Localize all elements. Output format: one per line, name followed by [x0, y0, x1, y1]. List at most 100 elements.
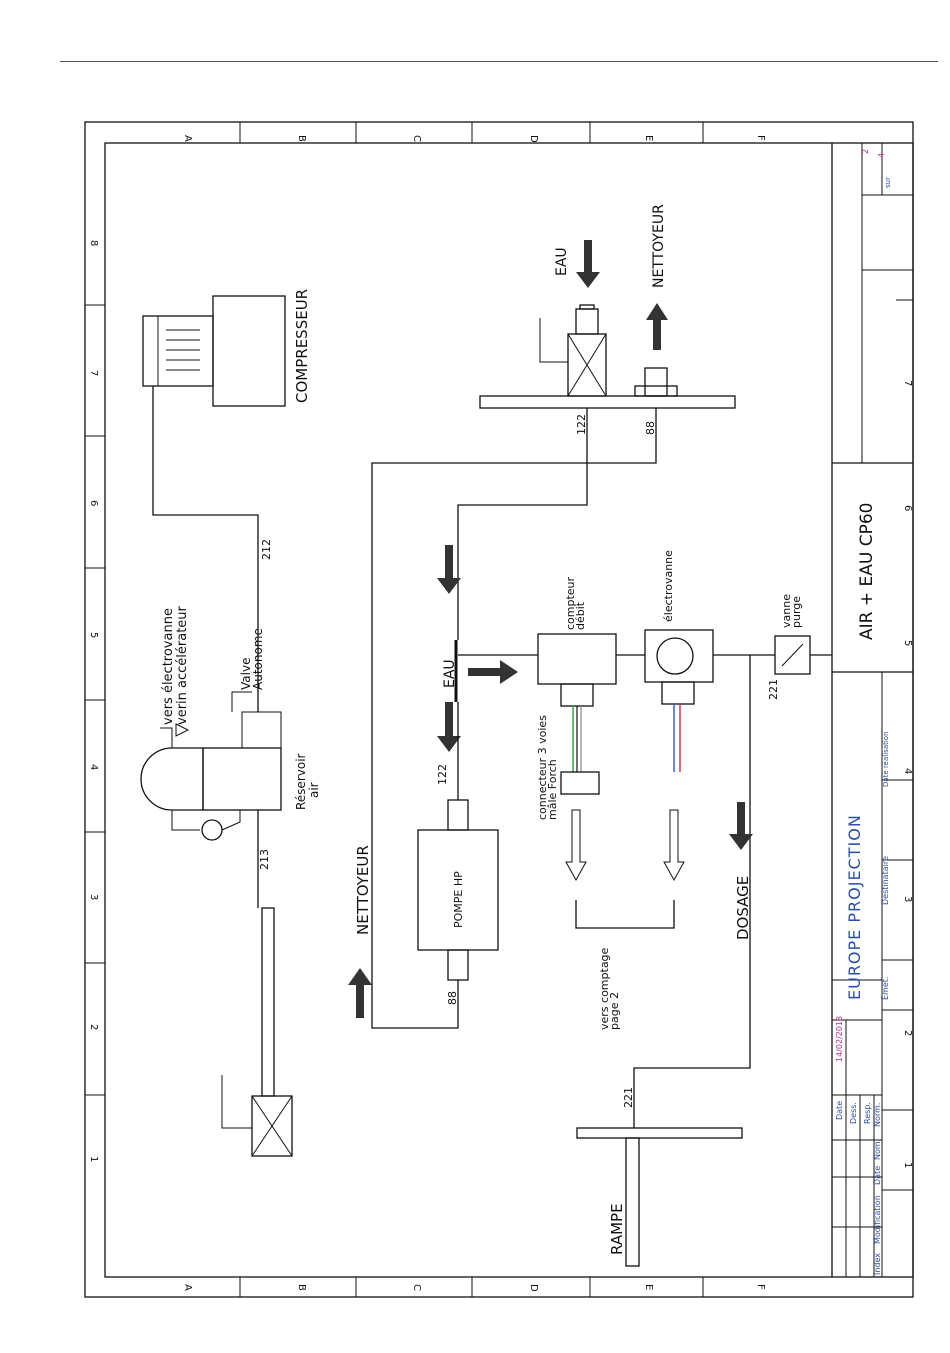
- eau-inlet-valve: [539, 304, 607, 397]
- pipe-122-top-label: 122: [575, 414, 588, 435]
- sheet-total: 4: [877, 153, 886, 158]
- nettoyeur-outlet: [634, 367, 678, 397]
- air-pipe-212: [152, 386, 259, 712]
- nettoyeur-out-arrow: [646, 303, 668, 350]
- flow-arrow-right: [468, 660, 518, 684]
- pipe-221-right-label: 221: [767, 679, 780, 700]
- nettoyeur-left-label: NETTOYEUR: [354, 845, 372, 935]
- nettoyeur-left-arrow: [348, 968, 372, 1018]
- grid-bottom-c: C: [411, 1284, 422, 1291]
- grid-top-a: A: [182, 135, 193, 142]
- grid-labels: A B C D E F 8 7 6 5 4 3 2 1 A B C D E F …: [88, 135, 913, 1292]
- pompe-hp-label: POMPE HP: [452, 871, 465, 928]
- modification-label: Modification: [873, 1195, 882, 1244]
- inner-frame: [104, 142, 914, 1278]
- grid-top-b: B: [296, 135, 307, 142]
- male-forch-label: mâle Forch: [546, 759, 559, 820]
- compresseur-label: COMPRESSEUR: [293, 289, 311, 403]
- valve-label: Valve: [239, 658, 253, 690]
- grid-right-2: 2: [902, 1030, 913, 1036]
- grid-right-3: 3: [902, 896, 913, 902]
- grid-top-f: F: [755, 135, 766, 141]
- grid-top-e: E: [643, 135, 654, 141]
- vanne-label: vanne: [780, 594, 793, 628]
- rampe: RAMPE: [576, 1127, 743, 1267]
- grid-bottom-f: F: [755, 1284, 766, 1290]
- grid-top-c: C: [411, 135, 422, 142]
- date-column-label: Date: [873, 1166, 882, 1185]
- vers-electrovanne-label: vers électrovanne: [161, 608, 176, 725]
- sheet-number: 2: [861, 149, 870, 154]
- air-valve-bottom: [221, 1075, 293, 1157]
- grid-bottom-b: B: [296, 1284, 307, 1291]
- pipe-88-top-label: 88: [644, 421, 657, 435]
- electrovanne-label: électrovanne: [662, 550, 675, 622]
- eau-in-arrow: [576, 240, 600, 288]
- grid-bottom-d: D: [528, 1284, 539, 1292]
- top-manifold-bar: [479, 395, 736, 409]
- reservoir-air-label: air: [307, 782, 321, 798]
- date-realisation-label: Date réalisation: [882, 731, 890, 787]
- pipe-88-pump-label: 88: [446, 991, 459, 1005]
- resp-label: Resp.: [863, 1102, 872, 1124]
- reservoir-air: Réservoir air Valve Autonome vers électr…: [140, 605, 321, 841]
- debit-label: débit: [574, 601, 587, 630]
- grid-right-6: 6: [902, 505, 913, 511]
- page-header-rule: [60, 61, 938, 62]
- sheet-sur: sur: [884, 177, 892, 188]
- grid-right-5: 5: [902, 640, 913, 646]
- grid-left-5: 5: [88, 632, 99, 638]
- grid-left-4: 4: [88, 764, 99, 770]
- connecteur-label: connecteur 3 voies: [536, 715, 549, 820]
- pipe-212-label: 212: [260, 539, 273, 560]
- page-2-label: page 2: [608, 992, 621, 1030]
- company-name: EUROPE PROJECTION: [845, 814, 864, 1000]
- pompe-hp: POMPE HP: [417, 799, 499, 981]
- pipe-122-pump-label: 122: [436, 764, 449, 785]
- grid-left-7: 7: [88, 370, 99, 376]
- purge-label: purge: [790, 596, 803, 628]
- norm-label: Norm.: [873, 1103, 882, 1127]
- grid-left-8: 8: [88, 240, 99, 246]
- water-pipe-88-top: [371, 408, 657, 1029]
- drawing-title: AIR + EAU CP60: [857, 503, 877, 640]
- open-arrow-2: [663, 809, 685, 882]
- open-arrow-1: [565, 809, 587, 882]
- autonome-label: Autonome: [251, 628, 265, 690]
- electrovanne: électrovanne: [644, 550, 775, 705]
- vanne-purge: vanne purge: [774, 594, 832, 675]
- nom-column-label: Nom: [873, 1141, 882, 1160]
- eau-mid-label: EAU: [442, 659, 458, 688]
- grid-top-d: D: [528, 135, 539, 143]
- grid-left-6: 6: [88, 500, 99, 506]
- grid-left-3: 3: [88, 894, 99, 900]
- title-block-text: 2 sur 4 AIR + EAU CP60 EUROPE PROJECTION…: [835, 149, 892, 1275]
- vers-comptage-label: vers comptage: [598, 947, 611, 1030]
- date-value: 14/02/2018: [835, 1016, 844, 1062]
- destinataire-label: Destinataire: [881, 856, 890, 905]
- dess-label: Dess.: [849, 1102, 858, 1124]
- connecteur-3-voies: [560, 771, 600, 795]
- dosage-pipe-221: [633, 655, 751, 1128]
- grid-left-1: 1: [88, 1156, 99, 1162]
- water-pipe-122-top: [457, 408, 588, 640]
- grid-bottom-a: A: [182, 1284, 193, 1291]
- eau-top-label: EAU: [554, 247, 570, 276]
- comptage-bracket: [575, 900, 675, 929]
- flow-arrow-down-2: [437, 702, 461, 752]
- compteur-label: compteur: [564, 576, 577, 630]
- top-grid-ticks: [85, 122, 704, 1297]
- air-tube: [261, 907, 275, 1097]
- flow-arrow-down-1: [437, 545, 461, 594]
- grid-left-2: 2: [88, 1024, 99, 1030]
- index-label: Index: [873, 1253, 882, 1275]
- verin-accelerateur-label: verin accélérateur: [175, 605, 190, 725]
- grid-right-1: 1: [902, 1162, 913, 1168]
- compresseur: COMPRESSEUR: [142, 289, 311, 407]
- pipe-221-rampe-label: 221: [622, 1087, 635, 1108]
- compteur-debit: compteur débit: [537, 576, 645, 707]
- pipe-213-label: 213: [258, 849, 271, 870]
- grid-bottom-e: E: [643, 1284, 654, 1290]
- title-block: [831, 143, 913, 1277]
